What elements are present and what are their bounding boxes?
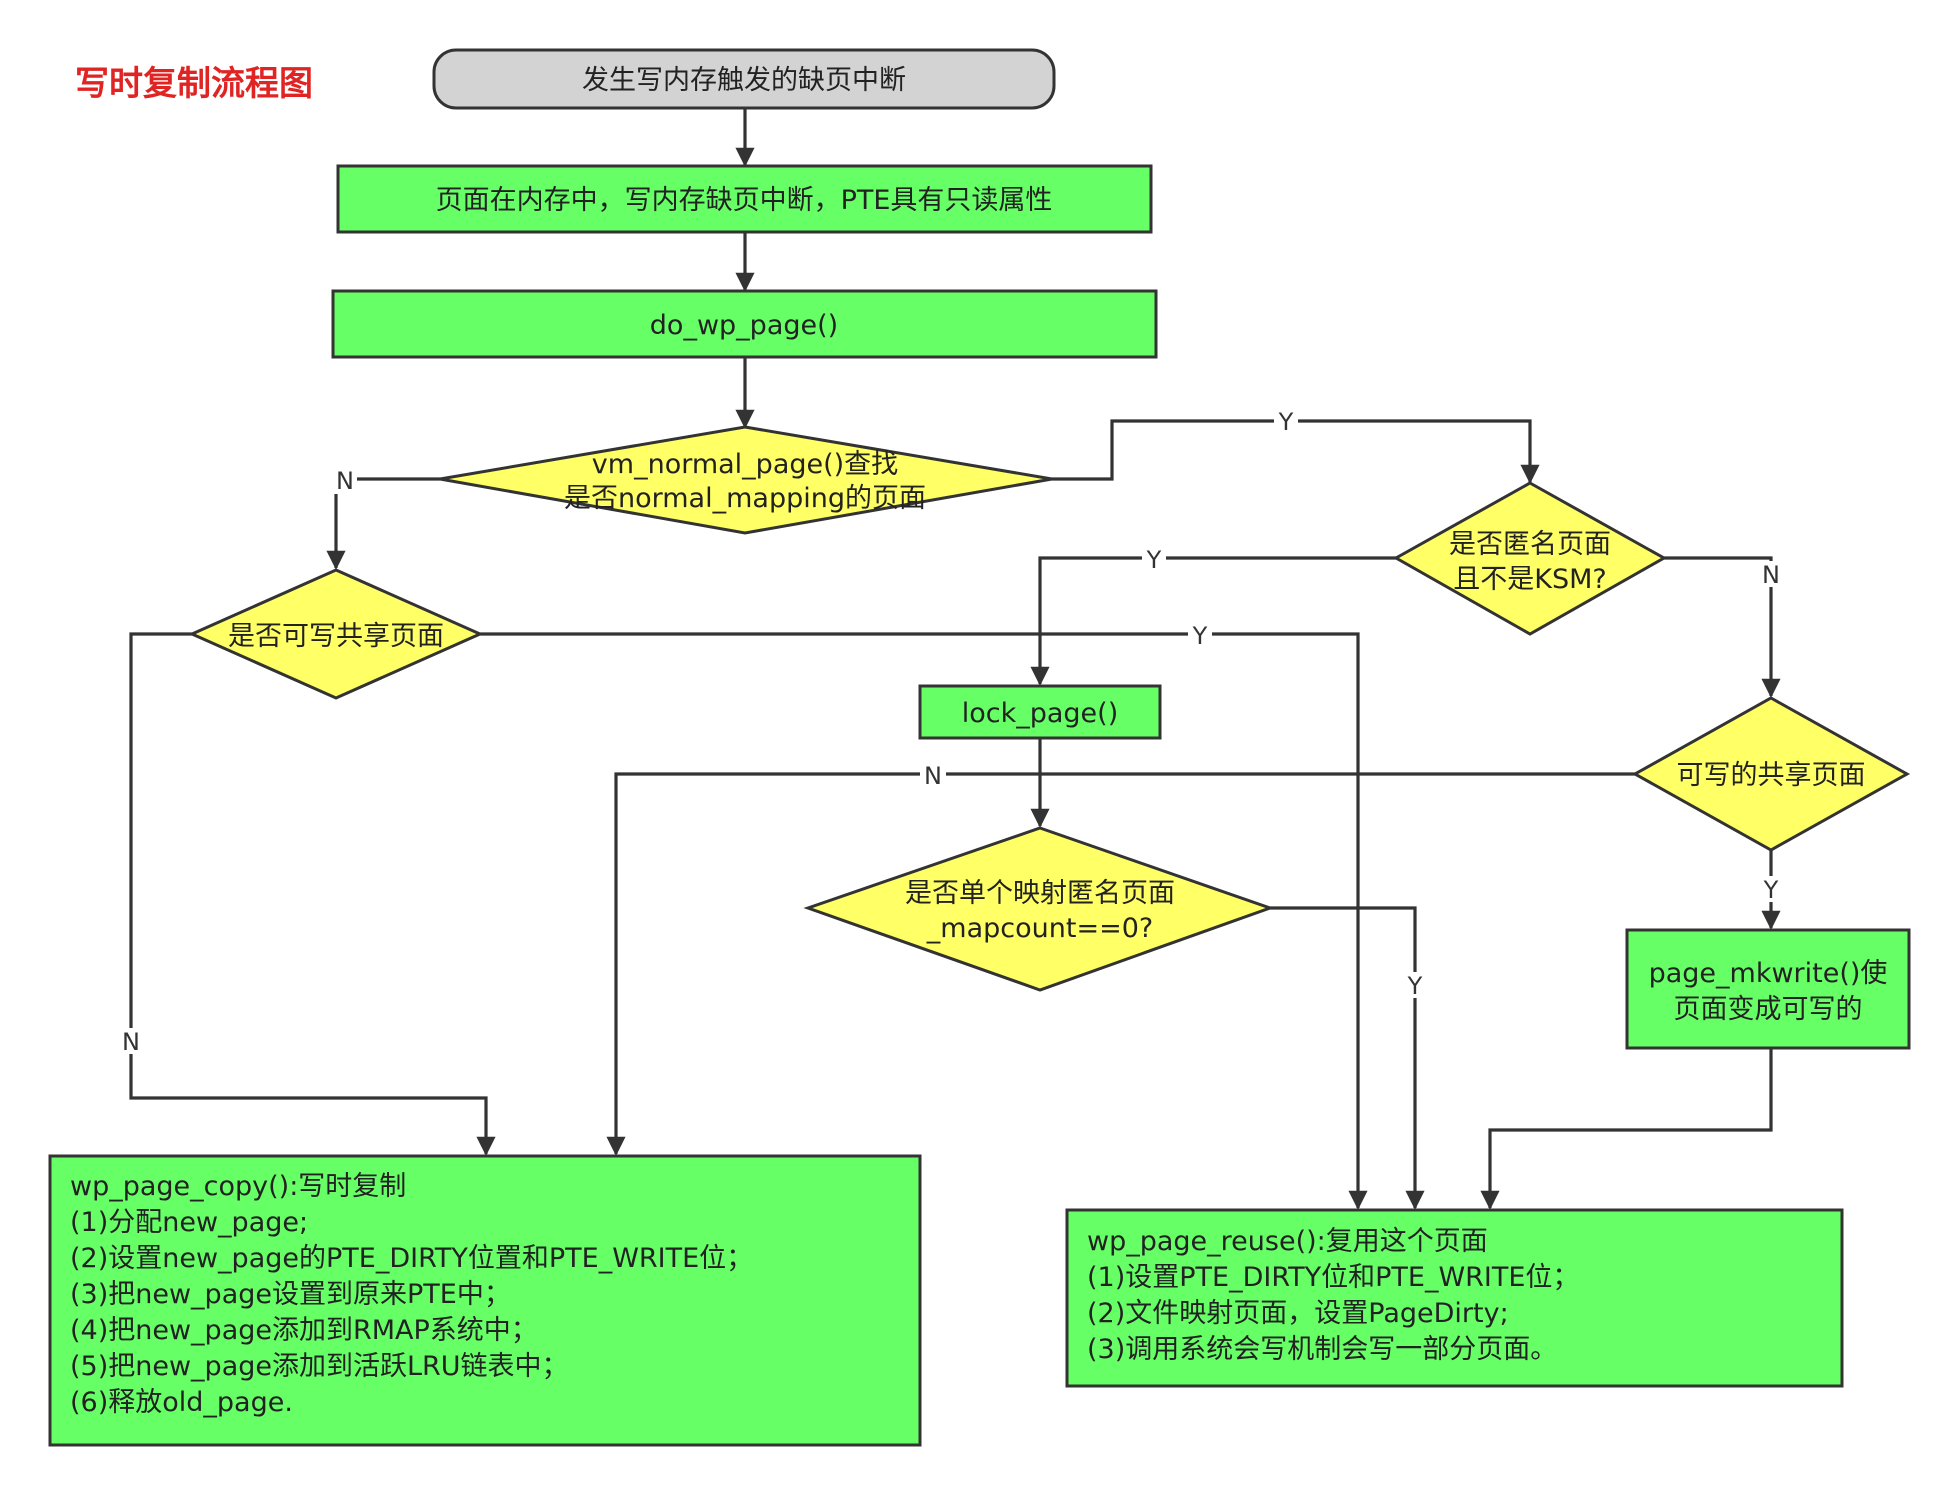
reuse-line-2: (1)设置PTE_DIRTY位和PTE_WRITE位； <box>1087 1262 1579 1293</box>
node-do-wp-page: do_wp_page() <box>331 289 1158 359</box>
node-vm-normal-page-line2: 是否normal_mapping的页面 <box>564 483 926 514</box>
edge-labels: Y N Y N Y N N Y Y <box>118 408 1784 1056</box>
label-shared-left-no: N <box>122 1028 140 1056</box>
node-vm-normal-page: vm_normal_page()查找 是否normal_mapping的页面 <box>439 425 1053 535</box>
node-anon-not-ksm-line1: 是否匿名页面 <box>1449 529 1611 560</box>
edge-shared-left-yes <box>480 632 1368 1210</box>
edge-shared-left-no <box>129 632 496 1156</box>
label-single-yes: Y <box>1407 972 1423 1000</box>
node-wp-page-reuse: wp_page_reuse():复用这个页面 (1)设置PTE_DIRTY位和P… <box>1065 1208 1844 1388</box>
node-vm-normal-page-line1: vm_normal_page()查找 <box>592 449 898 480</box>
node-writable-shared-left: 是否可写共享页面 <box>188 568 484 700</box>
node-page-mkwrite-line2: 页面变成可写的 <box>1674 994 1863 1025</box>
label-anon-no: N <box>1762 561 1780 589</box>
label-anon-yes: Y <box>1146 546 1162 574</box>
node-readonly-fault-text: 页面在内存中，写内存缺页中断，PTE具有只读属性 <box>436 185 1053 216</box>
node-readonly-fault: 页面在内存中，写内存缺页中断，PTE具有只读属性 <box>336 164 1153 234</box>
node-page-mkwrite-line1: page_mkwrite()使 <box>1649 958 1888 989</box>
node-anon-not-ksm-line2: 且不是KSM? <box>1453 564 1606 595</box>
node-start: 发生写内存触发的缺页中断 <box>432 48 1056 110</box>
label-vm-no: N <box>336 467 354 495</box>
copy-line-4: (3)把new_page设置到原来PTE中； <box>70 1279 511 1310</box>
node-anon-not-ksm: 是否匿名页面 且不是KSM? <box>1392 481 1668 636</box>
node-single-map-anon-line2: _mapcount==0? <box>926 913 1153 944</box>
node-single-map-anon-line1: 是否单个映射匿名页面 <box>905 878 1175 909</box>
node-start-text: 发生写内存触发的缺页中断 <box>582 65 906 96</box>
edge-single-yes <box>1270 906 1425 1210</box>
edge-shared-right-no <box>606 772 1635 1156</box>
reuse-line-1: wp_page_reuse():复用这个页面 <box>1087 1226 1488 1257</box>
node-single-map-anon: 是否单个映射匿名页面 _mapcount==0? <box>803 826 1275 992</box>
diagram-title: 写时复制流程图 <box>75 64 313 104</box>
node-writable-shared-right-text: 可写的共享页面 <box>1677 760 1866 791</box>
node-writable-shared-left-text: 是否可写共享页面 <box>228 621 444 652</box>
copy-line-1: wp_page_copy():写时复制 <box>70 1171 406 1202</box>
edge-vm-yes <box>1052 419 1540 484</box>
connectors <box>129 108 1781 1210</box>
reuse-line-4: (3)调用系统会写机制会写一部分页面。 <box>1087 1334 1557 1365</box>
label-shared-right-yes: Y <box>1763 876 1779 904</box>
label-shared-right-no: N <box>924 762 942 790</box>
node-lock-page-text: lock_page() <box>962 698 1119 729</box>
copy-line-5: (4)把new_page添加到RMAP系统中； <box>70 1315 538 1346</box>
node-lock-page: lock_page() <box>918 684 1162 740</box>
copy-line-6: (5)把new_page添加到活跃LRU链表中； <box>70 1351 569 1382</box>
node-wp-page-copy: wp_page_copy():写时复制 (1)分配new_page; (2)设置… <box>48 1154 922 1447</box>
label-shared-left-yes: Y <box>1192 622 1208 650</box>
copy-line-3: (2)设置new_page的PTE_DIRTY位置和PTE_WRITE位； <box>70 1243 753 1274</box>
node-page-mkwrite: page_mkwrite()使 页面变成可写的 <box>1625 928 1911 1050</box>
copy-line-7: (6)释放old_page. <box>70 1387 293 1418</box>
edge-mkwrite-to-reuse <box>1480 1048 1773 1210</box>
edge-anon-yes <box>1030 556 1396 686</box>
copy-line-2: (1)分配new_page; <box>70 1207 308 1238</box>
reuse-line-3: (2)文件映射页面，设置PageDirty; <box>1087 1298 1509 1329</box>
node-do-wp-page-text: do_wp_page() <box>650 310 838 341</box>
edge-anon-no <box>1664 556 1781 698</box>
node-writable-shared-right: 可写的共享页面 <box>1631 696 1911 852</box>
label-vm-yes: Y <box>1278 408 1294 436</box>
